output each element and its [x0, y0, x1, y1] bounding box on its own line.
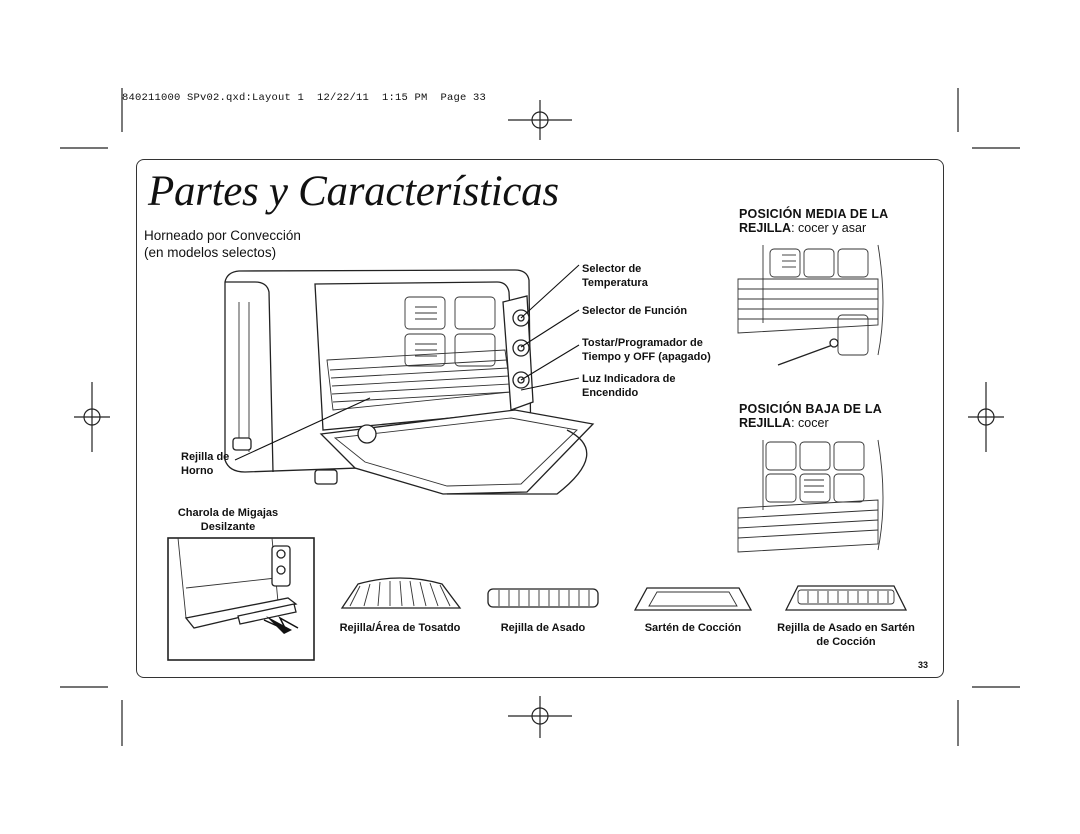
accessory-label-baking-pan: Sartén de Cocción: [644, 622, 742, 634]
toast-rack-icon: [340, 577, 462, 609]
middle-position-use: : cocer y asar: [791, 221, 867, 235]
middle-rack-illustration: [737, 244, 884, 366]
page-title: Partes y Características: [148, 168, 559, 215]
broil-rack-in-pan-icon: [784, 585, 908, 611]
accessory-label-broil-rack: Rejilla de Asado: [500, 622, 586, 634]
crumb-tray-line1: Charola de Migajas: [177, 507, 279, 519]
accessory-label-broil-rack-in-pan-line2: de Cocción: [816, 636, 876, 648]
oven-rack-callout: Rejilla de Horno: [181, 450, 229, 478]
page-frame: [136, 159, 944, 678]
broil-rack-icon: [487, 588, 599, 608]
crumb-tray-illustration: [167, 537, 315, 661]
timer-line2: Tiempo y OFF (apagado): [582, 351, 711, 363]
temp-selector-callout: Selector de Temperatura: [582, 262, 648, 290]
page-number: 33: [918, 660, 929, 670]
accessory-label-toast-rack: Rejilla/Área de Tosatdo: [339, 622, 461, 634]
indicator-line2: Encendido: [582, 387, 639, 399]
middle-position-label: REJILLA: [739, 221, 792, 235]
low-position-title: POSICIÓN BAJA DE LA: [739, 402, 882, 416]
oven-rack-line2: Horno: [181, 465, 214, 477]
accessory-label-broil-rack-in-pan-line1: Rejilla de Asado en Sartén: [777, 622, 915, 634]
accessory-label-broil-rack-in-pan: Rejilla de Asado en Sartén de Cocción: [766, 621, 926, 649]
middle-position-title: POSICIÓN MEDIA DE LA: [739, 207, 889, 221]
low-rack-illustration: [737, 439, 884, 553]
crumb-tray-line2: Desilzante: [200, 521, 256, 533]
convection-note-line1: Horneado por Convección: [144, 228, 301, 243]
temp-selector-line1: Selector de: [582, 263, 642, 275]
low-position-label: REJILLA: [739, 416, 792, 430]
convection-note-line2: (en modelos selectos): [144, 245, 277, 260]
timer-line1: Tostar/Programador de: [582, 337, 703, 349]
slug-line: 840211000 SPv02.qxd:Layout 1 12/22/11 1:…: [122, 92, 487, 104]
indicator-callout: Luz Indicadora de Encendido: [582, 372, 676, 400]
function-selector-callout: Selector de Función: [582, 305, 688, 317]
low-position-use: : cocer: [791, 416, 829, 430]
crumb-tray-callout: Charola de Migajas Desilzante: [176, 506, 280, 534]
toaster-oven-illustration: [224, 269, 595, 495]
oven-rack-line1: Rejilla de: [181, 451, 230, 463]
middle-position-heading: POSICIÓN MEDIA DE LA REJILLA: cocer y as…: [739, 207, 888, 235]
timer-callout: Tostar/Programador de Tiempo y OFF (apag…: [582, 336, 711, 364]
baking-pan-icon: [633, 587, 753, 611]
temp-selector-line2: Temperatura: [582, 277, 648, 289]
indicator-line1: Luz Indicadora de: [582, 373, 676, 385]
convection-note: Horneado por Convección (en modelos sele…: [144, 227, 301, 261]
low-position-heading: POSICIÓN BAJA DE LA REJILLA: cocer: [739, 402, 882, 430]
